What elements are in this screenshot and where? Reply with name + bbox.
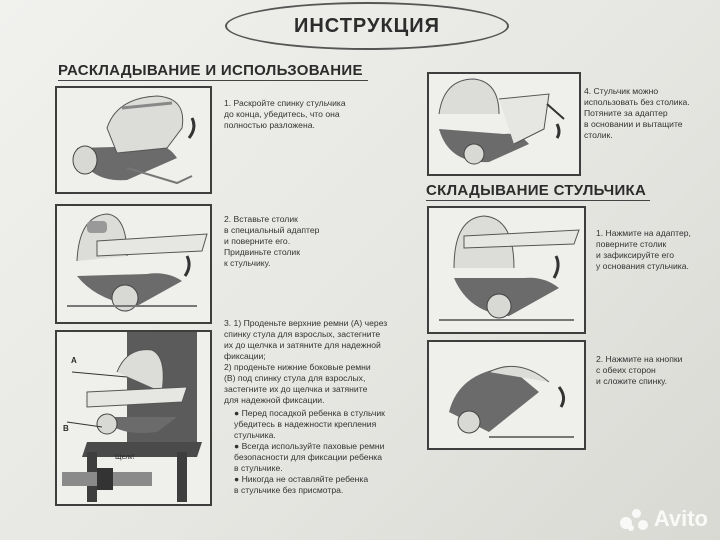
avito-logo-icon	[619, 507, 650, 531]
illustration-fold-2	[427, 340, 586, 450]
avito-watermark: Avito	[619, 506, 708, 532]
section-heading-unfold: РАСКЛАДЫВАНИЕ И ИСПОЛЬЗОВАНИЕ	[58, 62, 363, 79]
illustration-step-2	[55, 204, 212, 324]
section-heading-fold: СКЛАДЫВАНИЕ СТУЛЬЧИКА	[426, 182, 647, 199]
title-oval: ИНСТРУКЦИЯ	[225, 2, 509, 50]
step-4-text: 4. Стульчик можно использовать без столи…	[584, 86, 690, 140]
illustration-fold-1	[427, 206, 586, 334]
chair-unfold-drawing	[57, 88, 210, 192]
illustration-step-1	[55, 86, 212, 194]
chair-without-tray-drawing	[429, 74, 579, 174]
strap-b-label: B	[63, 424, 69, 433]
step-3-text: 3. 1) Проденьте верхние ремни (А) через …	[224, 318, 388, 405]
step-3-notes: ● Перед посадкой ребенка в стульчик убед…	[234, 408, 385, 495]
click-label: Щелк!	[115, 454, 135, 461]
avito-wordmark: Avito	[653, 506, 708, 531]
fold-step-1-text: 1. Нажмите на адаптер, поверните столик …	[596, 228, 691, 271]
section-rule-fold	[426, 200, 650, 201]
chair-tray-drawing	[57, 206, 210, 322]
chair-on-adult-chair-drawing	[57, 332, 210, 504]
section-rule-unfold	[58, 80, 368, 81]
fold-step-2-text: 2. Нажмите на кнопки с обеих сторон и сл…	[596, 354, 683, 386]
page-title: ИНСТРУКЦИЯ	[293, 14, 441, 37]
illustration-step-4	[427, 72, 581, 176]
illustration-step-3: A B Щелк!	[55, 330, 212, 506]
chair-folded-drawing	[429, 342, 584, 448]
chair-fold-tray-drawing	[429, 208, 584, 332]
step-1-text: 1. Раскройте спинку стульчика до конца, …	[224, 98, 346, 130]
strap-a-label: A	[71, 356, 77, 365]
step-2-text: 2. Вставьте столик в специальный адаптер…	[224, 214, 320, 268]
